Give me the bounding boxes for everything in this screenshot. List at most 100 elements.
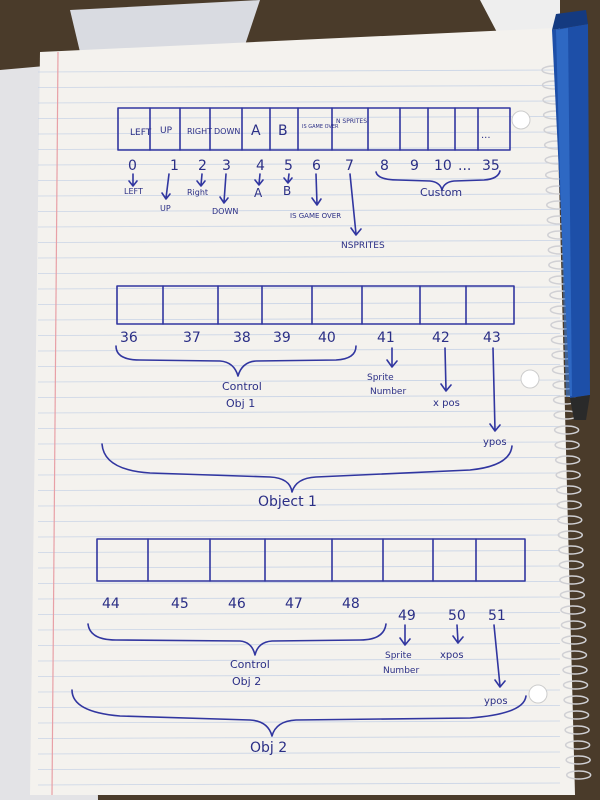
label-control-1: Control	[222, 380, 262, 393]
spiral-coil	[563, 695, 589, 705]
label-sprite-1: Sprite	[367, 373, 394, 383]
ruled-line	[37, 689, 561, 693]
arrow-down	[219, 173, 229, 204]
index-37: 37	[183, 330, 201, 346]
ruled-line	[37, 658, 561, 662]
ruled-line	[37, 627, 561, 631]
index-0: 0	[128, 158, 137, 174]
cell-down: DOWN	[214, 127, 240, 136]
index-51: 51	[488, 608, 506, 624]
ruled-line	[37, 116, 561, 119]
spiral-coil	[562, 680, 589, 690]
spiral-coil	[564, 725, 590, 735]
ruled-line	[37, 751, 561, 755]
label-control-2: Control	[230, 658, 270, 671]
arrow-sprite-number-1	[386, 347, 398, 368]
control-brace-2	[87, 623, 387, 656]
spiral-coil	[557, 515, 583, 525]
custom-brace	[375, 170, 501, 191]
arrow-a	[254, 173, 264, 186]
ruled-line	[37, 302, 561, 305]
object-brace-2	[71, 689, 527, 737]
index-41: 41	[377, 330, 395, 346]
index-ellipsis: ...	[458, 158, 471, 174]
row3-dividers	[147, 538, 477, 582]
arrow-up	[161, 173, 171, 200]
ruled-line	[37, 271, 561, 274]
ruled-line	[37, 286, 561, 290]
cell-left: LEFT	[130, 128, 152, 138]
index-43: 43	[483, 330, 501, 346]
ruled-line	[37, 674, 561, 677]
label-obj-1: Obj 1	[226, 397, 255, 410]
ruled-line	[37, 457, 561, 460]
row1-outline	[117, 107, 511, 151]
label-up: UP	[160, 204, 171, 213]
spiral-coil	[561, 635, 587, 645]
spiral-coil	[558, 560, 585, 570]
index-49: 49	[398, 608, 416, 624]
index-9: 9	[410, 158, 419, 174]
ruled-line	[37, 519, 561, 522]
index-44: 44	[102, 596, 120, 612]
ruled-line	[37, 643, 561, 646]
ruled-line	[37, 193, 561, 197]
cell-right: RIGHT	[187, 127, 212, 136]
arrow-nsprites	[349, 173, 362, 236]
ruled-line	[37, 736, 561, 739]
ruled-line	[37, 565, 561, 569]
ruled-line	[37, 240, 561, 243]
spiral-coil	[559, 575, 585, 585]
index-36: 36	[120, 330, 138, 346]
ruled-line	[37, 85, 561, 88]
label-down: DOWN	[212, 207, 238, 216]
spiral-coil	[564, 740, 591, 750]
label-object-1: Object 1	[258, 494, 317, 510]
blue-pen	[552, 10, 590, 420]
index-40: 40	[318, 330, 336, 346]
index-39: 39	[273, 330, 291, 346]
arrow-xpos-1	[440, 347, 452, 392]
control-brace-1	[115, 345, 357, 377]
ruled-line	[37, 488, 561, 491]
ruled-line	[37, 162, 561, 166]
ruled-line	[37, 348, 561, 352]
index-42: 42	[432, 330, 450, 346]
memory-row-1: LEFT UP RIGHT DOWN A B IS GAME OVER N SP…	[117, 107, 511, 251]
object-brace-1	[101, 443, 513, 493]
index-3: 3	[222, 158, 231, 174]
label-xpos-1: x pos	[433, 398, 460, 409]
ruled-line	[37, 333, 561, 336]
label-ypos-1: ypos	[483, 437, 507, 448]
spiral-coil	[555, 470, 581, 480]
label-b: B	[283, 184, 291, 198]
label-sprite-2: Sprite	[385, 651, 412, 661]
index-5: 5	[284, 158, 293, 174]
label-left: LEFT	[124, 187, 143, 196]
index-4: 4	[256, 158, 265, 174]
spiral-coil	[554, 440, 580, 450]
punch-hole	[528, 684, 548, 704]
ruled-line	[37, 255, 561, 259]
label-right: Right	[187, 188, 208, 197]
ruled-line	[37, 705, 561, 708]
row2-outline	[116, 285, 515, 325]
index-2: 2	[198, 158, 207, 174]
ruled-line	[37, 612, 561, 615]
label-nsprites: NSPRITES	[341, 241, 385, 251]
arrow-ypos-1	[489, 347, 501, 432]
arrow-left	[128, 173, 138, 187]
ruled-line	[37, 131, 561, 135]
ruled-line	[37, 224, 561, 228]
arrow-right	[196, 173, 206, 187]
arrow-ypos-2	[493, 624, 506, 688]
spiral-coil	[565, 770, 592, 780]
cell-ellipsis: ...	[481, 130, 491, 141]
spiral-coil	[561, 650, 588, 660]
ruled-line	[37, 550, 561, 553]
spiral-coil	[556, 500, 582, 510]
index-45: 45	[171, 596, 189, 612]
ruled-line	[37, 426, 561, 429]
arrow-sprite-number-2	[399, 624, 411, 646]
index-46: 46	[228, 596, 246, 612]
